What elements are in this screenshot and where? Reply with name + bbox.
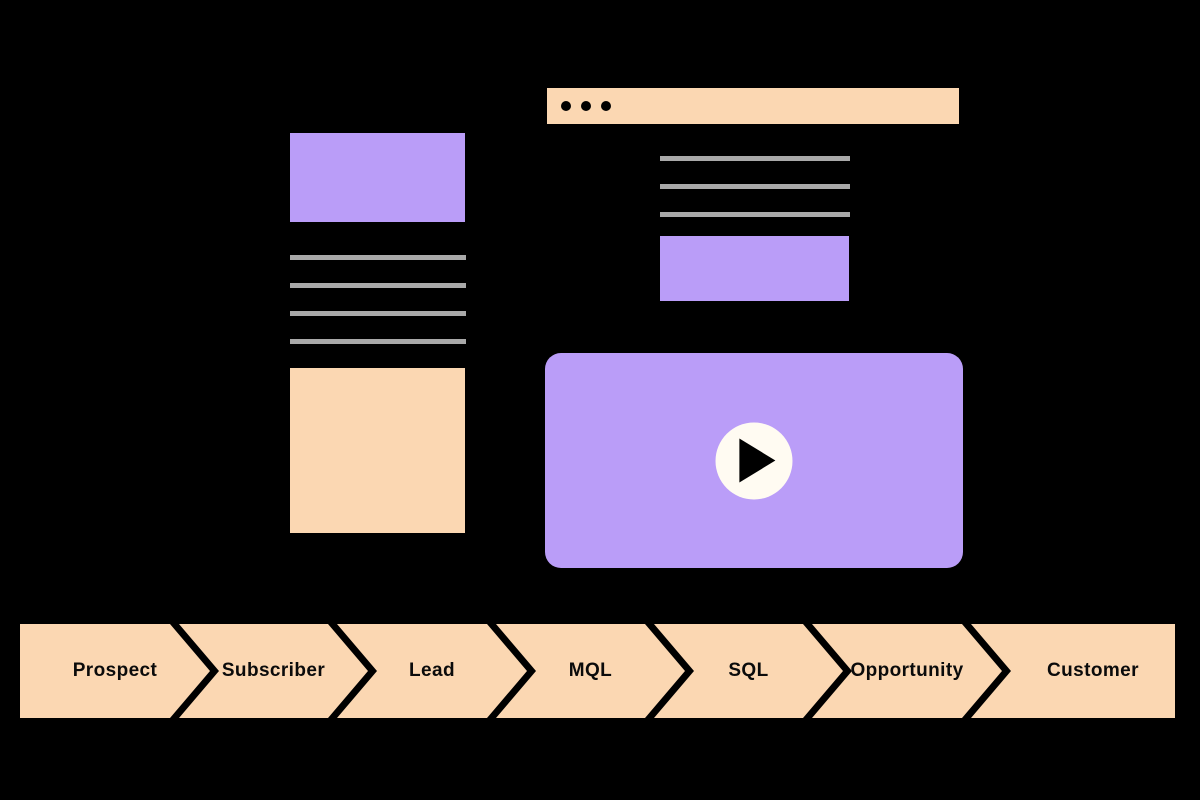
funnel-stage-label: Prospect	[72, 660, 158, 681]
play-icon	[738, 438, 775, 483]
funnel-stage-label: Opportunity	[850, 660, 964, 681]
window-dot-icon	[601, 101, 611, 111]
content-block-placeholder	[290, 368, 465, 533]
funnel-stage-sql: SQL	[654, 624, 843, 718]
marketing-funnel: Prospect Subscriber Lead MQL SQL Opportu…	[20, 624, 1175, 718]
text-line-placeholder	[660, 212, 850, 217]
text-line-placeholder	[290, 283, 466, 288]
button-placeholder	[660, 236, 849, 301]
browser-title-bar	[547, 88, 959, 124]
text-line-placeholder	[290, 311, 466, 316]
text-line-placeholder	[290, 339, 466, 344]
image-placeholder	[290, 133, 465, 222]
funnel-stage-label: MQL	[568, 660, 613, 681]
text-line-placeholder	[660, 184, 850, 189]
funnel-stage-label: SQL	[728, 660, 769, 681]
text-line-placeholder	[660, 156, 850, 161]
window-dot-icon	[561, 101, 571, 111]
window-dot-icon	[581, 101, 591, 111]
play-button[interactable]	[715, 422, 793, 499]
funnel-stage-label: Subscriber	[221, 660, 326, 681]
document-mockup	[290, 133, 466, 533]
video-player	[545, 353, 963, 568]
funnel-stage-label: Lead	[409, 660, 455, 681]
funnel-stage-prospect: Prospect	[20, 624, 210, 718]
funnel-stage-label: Customer	[1047, 660, 1139, 681]
text-line-placeholder	[290, 255, 466, 260]
